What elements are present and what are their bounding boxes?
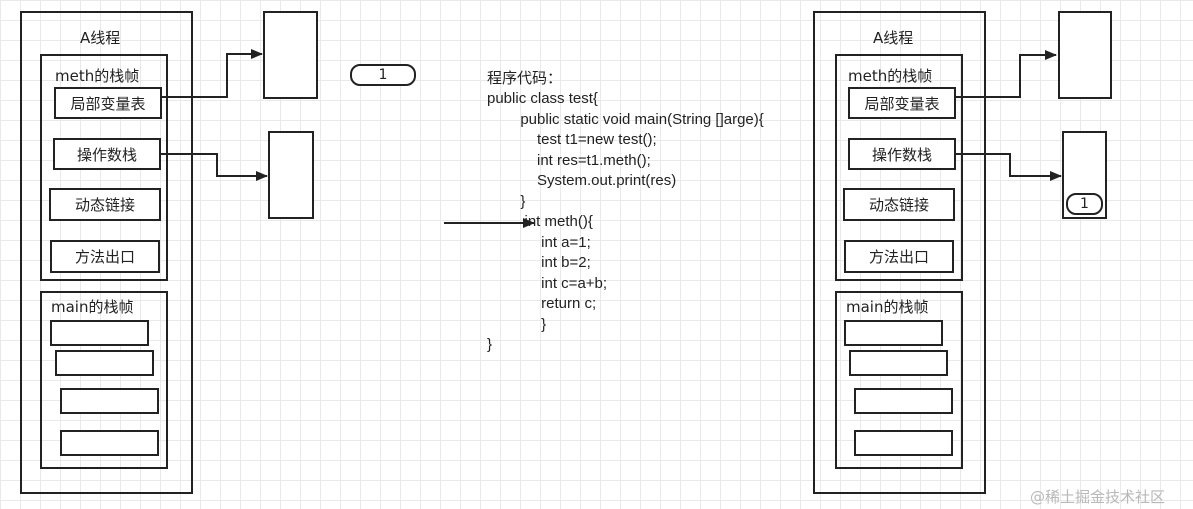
code-line: int b=2; xyxy=(487,254,591,271)
code-line: test t1=new test(); xyxy=(487,131,657,148)
code-line: } xyxy=(487,192,526,210)
right-main-frame-title: main的栈帧 xyxy=(846,298,929,316)
right-meth-frame xyxy=(835,54,963,281)
left-thread-title: A线程 xyxy=(80,29,121,47)
code-line: int c=a+b; xyxy=(487,274,608,292)
code-line: } xyxy=(487,336,493,353)
right-meth-frame-title: meth的栈帧 xyxy=(848,67,933,85)
constant-value-pill: 1 xyxy=(350,64,416,86)
code-line: 程序代码： xyxy=(487,69,563,87)
code-line: public static void main(String []arge){ xyxy=(487,110,764,128)
right-thread-box xyxy=(813,11,986,494)
right-main-slot xyxy=(854,388,953,414)
right-main-slot xyxy=(849,350,948,376)
left-main-slot xyxy=(50,320,149,346)
right-operand-value-pill: 1 xyxy=(1066,193,1103,215)
left-main-frame-title: main的栈帧 xyxy=(51,298,134,316)
code-line: int res=t1.meth(); xyxy=(487,151,651,169)
code-line: int a=1; xyxy=(487,233,591,251)
right-operand-stack: 操作数栈 xyxy=(848,138,956,170)
arrow-local-vars-right xyxy=(955,50,1057,98)
left-main-slot xyxy=(55,350,154,376)
left-local-vars-target xyxy=(263,11,318,99)
left-operand-stack-target xyxy=(268,131,314,219)
code-line: System.out.print(res) xyxy=(487,172,677,189)
right-local-vars-table: 局部变量表 xyxy=(848,87,956,119)
left-operand-stack: 操作数栈 xyxy=(53,138,161,170)
arrow-operand-stack-right xyxy=(955,153,1062,181)
right-local-vars-target xyxy=(1058,11,1112,99)
code-line: public class test{ xyxy=(487,90,598,107)
right-dynamic-link: 动态链接 xyxy=(843,188,955,221)
right-thread-title: A线程 xyxy=(873,29,914,47)
code-line: int meth(){ xyxy=(487,213,593,230)
left-dynamic-link: 动态链接 xyxy=(49,188,161,221)
arrow-operand-stack-left xyxy=(160,153,268,181)
left-method-exit: 方法出口 xyxy=(50,240,160,273)
left-meth-frame-title: meth的栈帧 xyxy=(55,67,140,85)
right-main-slot xyxy=(844,320,943,346)
watermark: @稀土掘金技术社区 xyxy=(1030,488,1166,506)
left-main-slot xyxy=(60,430,159,456)
left-main-frame xyxy=(40,291,168,469)
code-line: return c; xyxy=(487,295,597,312)
arrow-local-vars-left xyxy=(160,49,263,98)
right-main-slot xyxy=(854,430,953,456)
code-line: } xyxy=(487,315,547,333)
left-meth-frame xyxy=(40,54,168,281)
left-thread-box xyxy=(20,11,193,494)
right-main-frame xyxy=(835,291,963,469)
left-main-slot xyxy=(60,388,159,414)
right-method-exit: 方法出口 xyxy=(844,240,954,273)
program-code: 程序代码： public class test{ public static vo… xyxy=(487,48,764,376)
left-local-vars-table: 局部变量表 xyxy=(54,87,162,119)
